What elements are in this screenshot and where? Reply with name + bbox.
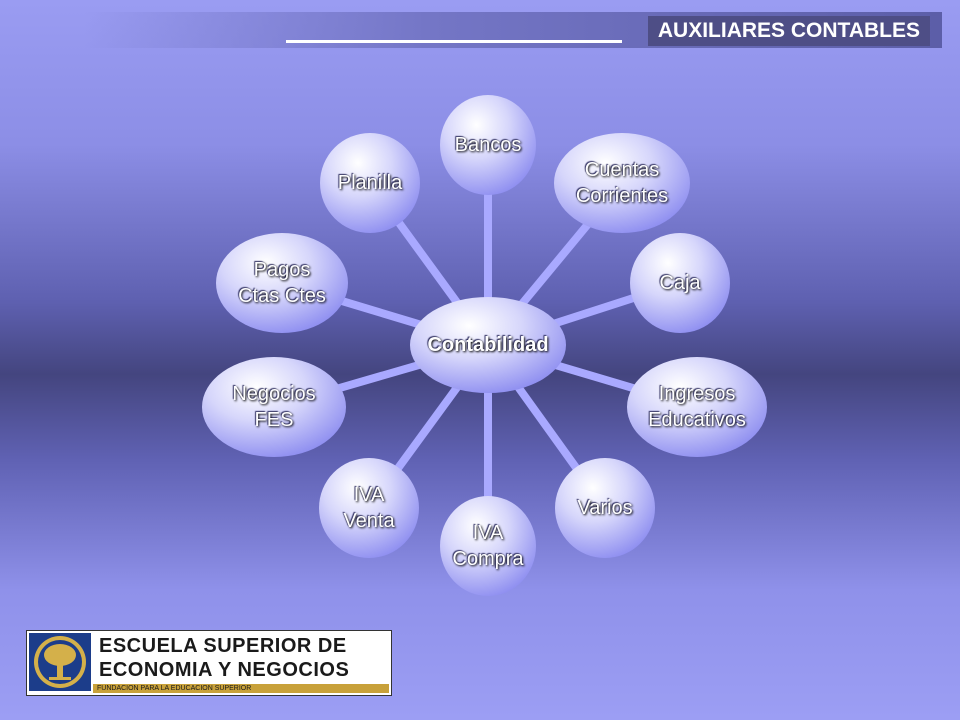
school-logo: ESCUELA SUPERIOR DE ECONOMIA Y NEGOCIOS … [26, 630, 392, 696]
page-title: AUXILIARES CONTABLES [647, 16, 930, 46]
node-pagos-ctas-ctes [216, 233, 348, 333]
logo-line-2: ECONOMIA Y NEGOCIOS [99, 659, 350, 681]
tree-emblem-icon [29, 633, 91, 691]
node-negocios-fes [202, 357, 346, 457]
node-ingresos-educativos [627, 357, 767, 457]
logo-subtitle: FUNDACION PARA LA EDUCACION SUPERIOR [97, 685, 252, 692]
node-iva-compra [440, 496, 536, 596]
node-iva-venta [319, 458, 419, 558]
logo-line-1: ESCUELA SUPERIOR DE [99, 635, 347, 657]
logo-band [93, 684, 389, 693]
hub-contabilidad [410, 297, 566, 393]
title-rule [286, 40, 622, 43]
node-caja [630, 233, 730, 333]
node-cuentas-corrientes [554, 133, 690, 233]
node-bancos [440, 95, 536, 195]
node-varios [555, 458, 655, 558]
node-planilla [320, 133, 420, 233]
